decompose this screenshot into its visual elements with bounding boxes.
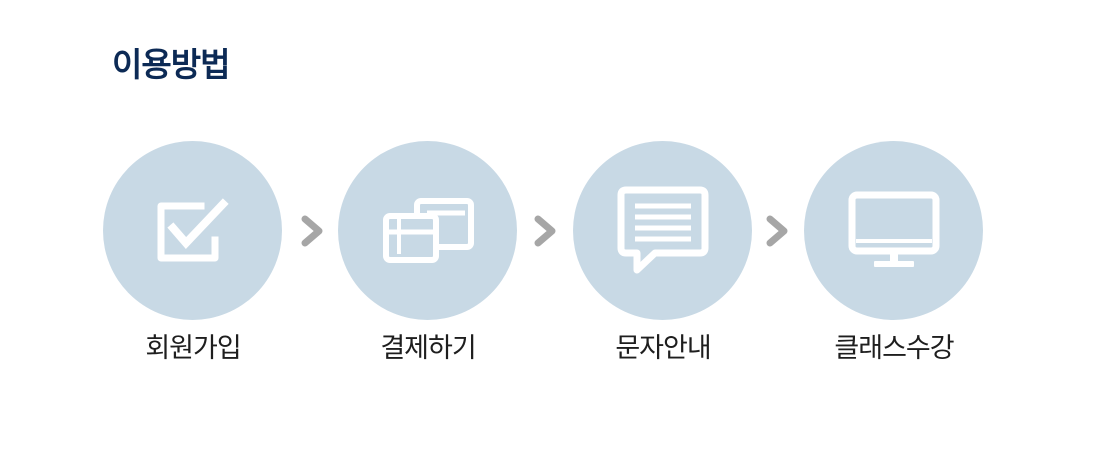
step-circle	[573, 141, 752, 320]
chevron-right-icon	[301, 215, 323, 247]
page-title: 이용방법	[112, 45, 230, 84]
step-label: 회원가입	[145, 333, 241, 364]
step-circle	[338, 141, 517, 320]
message-icon	[617, 186, 708, 273]
step-sms: 문자안내	[573, 141, 753, 362]
step-label: 클래스수강	[834, 333, 954, 364]
step-label: 문자안내	[615, 333, 711, 364]
step-signup: 회원가입	[103, 141, 283, 362]
step-circle	[804, 141, 983, 320]
chevron-right-icon	[534, 215, 556, 247]
monitor-icon	[848, 191, 939, 267]
chevron-right-icon	[766, 215, 788, 247]
step-class: 클래스수강	[804, 141, 984, 362]
step-payment: 결제하기	[338, 141, 518, 362]
step-circle	[103, 141, 282, 320]
checkbox-icon	[157, 197, 229, 261]
cards-icon	[382, 197, 474, 263]
step-label: 결제하기	[380, 333, 476, 364]
